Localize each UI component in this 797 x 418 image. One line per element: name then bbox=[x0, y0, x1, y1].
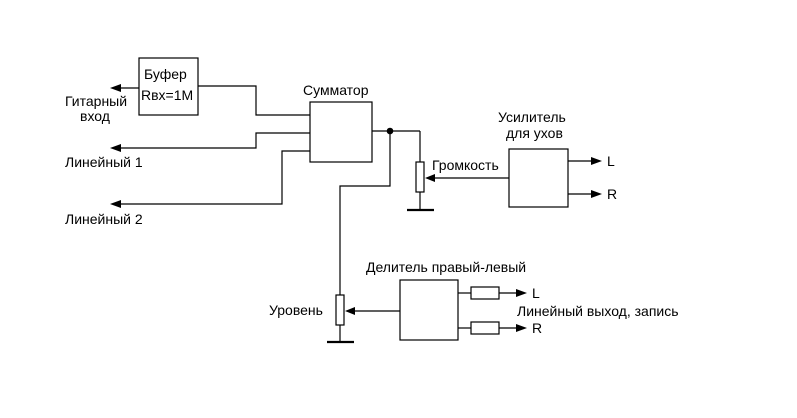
guitar-input: Гитарный вход bbox=[65, 84, 139, 124]
buffer-to-summator-wire bbox=[198, 85, 310, 116]
buffer-block: Буфер Rвх=1М bbox=[138, 57, 199, 116]
line-output-right: R bbox=[458, 320, 542, 336]
amp-left-arrow-icon bbox=[591, 157, 602, 165]
line-right-label: R bbox=[532, 320, 542, 336]
line-right-arrow-icon bbox=[516, 324, 527, 332]
level-potentiometer: Уровень bbox=[269, 294, 354, 344]
line-2-arrow-icon bbox=[110, 200, 121, 208]
amp-right-label: R bbox=[607, 186, 617, 202]
amplifier-output-left: L bbox=[568, 153, 615, 169]
amplifier-block: Усилитель для ухов bbox=[498, 109, 569, 208]
volume-label: Громкость bbox=[432, 157, 499, 173]
amplifier-label: Усилитель bbox=[498, 109, 566, 125]
line-output-label: Линейный выход, запись bbox=[517, 303, 679, 319]
guitar-input-arrow-icon bbox=[110, 84, 121, 92]
amplifier-label-line2: для ухов bbox=[506, 125, 563, 141]
buffer-label: Буфер bbox=[144, 66, 187, 82]
amp-left-label: L bbox=[607, 153, 615, 169]
splitter-label: Делитель правый-левый bbox=[366, 259, 526, 275]
line-output-left: L bbox=[458, 285, 540, 301]
volume-potentiometer: Громкость bbox=[407, 131, 499, 212]
level-wiper-arrow-icon bbox=[345, 307, 355, 315]
summator-label: Сумматор bbox=[303, 82, 369, 98]
guitar-input-label: Гитарный bbox=[65, 93, 127, 109]
line-1-arrow-icon bbox=[110, 144, 121, 152]
volume-wiper-arrow-icon bbox=[425, 174, 435, 182]
splitter-block: Делитель правый-левый bbox=[366, 259, 526, 341]
line-left-label: L bbox=[532, 285, 540, 301]
right-resistor bbox=[470, 321, 500, 335]
amplifier-output-right: R bbox=[568, 186, 617, 202]
guitar-input-label-line2: вход bbox=[80, 108, 110, 124]
line-2-label: Линейный 2 bbox=[65, 211, 143, 227]
line-1-input: Линейный 1 bbox=[65, 132, 310, 170]
left-resistor bbox=[470, 286, 500, 300]
line-left-arrow-icon bbox=[516, 289, 527, 297]
level-label: Уровень bbox=[269, 302, 323, 318]
buffer-input-impedance-label: Rвх=1М bbox=[141, 87, 193, 103]
amp-right-arrow-icon bbox=[591, 190, 602, 198]
line-2-input: Линейный 2 bbox=[65, 150, 310, 227]
line-1-label: Линейный 1 bbox=[65, 154, 143, 170]
junction-to-level-wire bbox=[339, 131, 391, 295]
summator-block: Сумматор bbox=[303, 82, 373, 163]
